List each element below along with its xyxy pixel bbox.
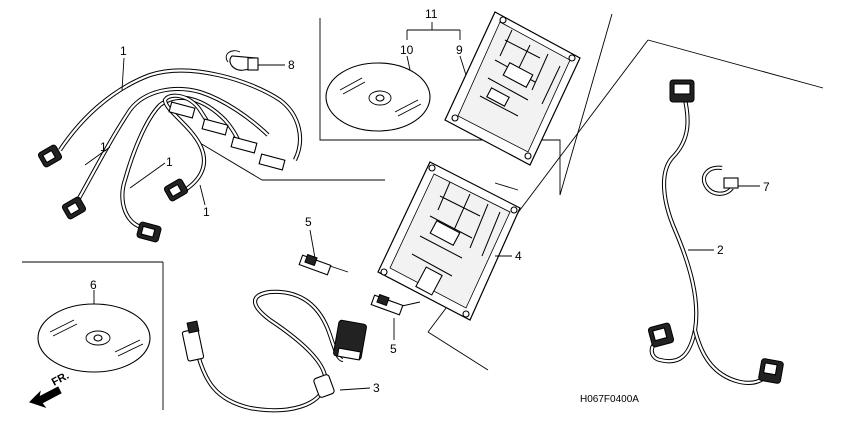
callout-10: 10: [400, 43, 414, 57]
leader-lines: [84, 22, 760, 391]
callout-3: 3: [373, 381, 380, 395]
callout-2: 2: [717, 243, 724, 257]
callout-1-middle: 1: [166, 155, 173, 169]
clip-8: [225, 50, 259, 71]
sensor-connector: [37, 144, 189, 243]
callout-1-top: 1: [120, 44, 127, 58]
callout-6: 6: [90, 278, 97, 292]
front-direction-arrow: FR.: [29, 370, 71, 408]
callout-1-left: 1: [100, 140, 107, 154]
callout-5-upper: 5: [305, 215, 312, 229]
cd-disc-6: [37, 303, 151, 373]
callout-8: 8: [288, 58, 295, 72]
diagram-code: H067F0400A: [580, 394, 639, 405]
fastener-5-lower: [370, 293, 421, 316]
usb-cable-3: [181, 289, 367, 413]
harness-2: [647, 79, 784, 385]
flat-connector: [168, 101, 286, 171]
fastener-5-upper: [298, 253, 349, 276]
callout-1-bottom: 1: [203, 205, 210, 219]
circuit-board-9: [444, 11, 581, 166]
callout-7: 7: [763, 180, 770, 194]
front-label: FR.: [50, 370, 71, 389]
circuit-board-4: [377, 161, 521, 321]
sensor-harness-1: [37, 68, 303, 243]
callout-9: 9: [456, 43, 463, 57]
frame-lines: [22, 13, 824, 410]
callout-11: 11: [425, 7, 438, 21]
cd-disc-10: [325, 62, 431, 132]
callout-4: 4: [515, 249, 522, 263]
clamp-7: [701, 165, 739, 196]
callout-5-lower: 5: [390, 342, 397, 356]
